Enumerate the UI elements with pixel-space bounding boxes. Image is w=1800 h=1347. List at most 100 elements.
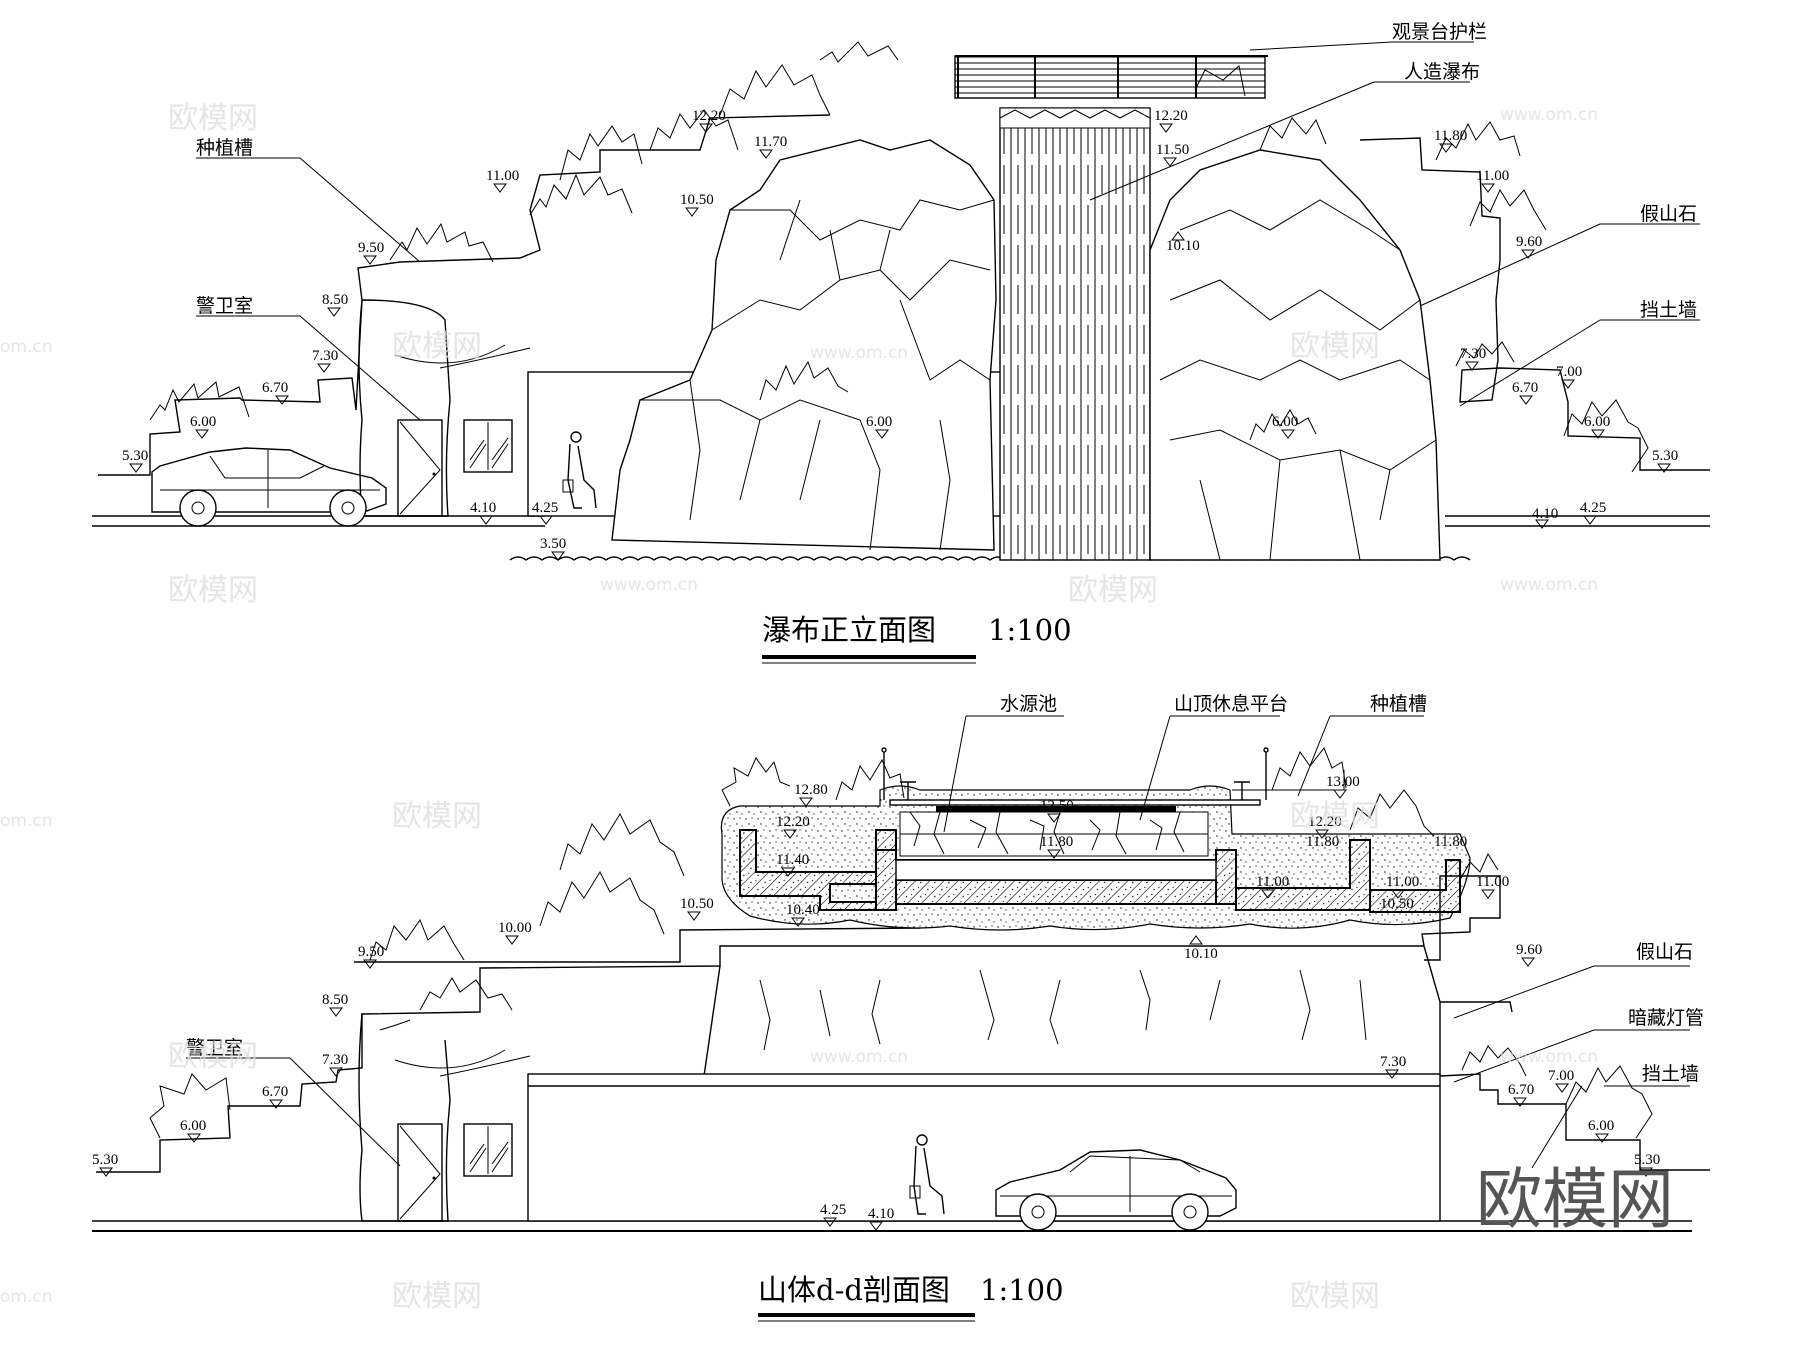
callout-retaining-wall: 挡土墙 [1642,1063,1699,1085]
bush [721,756,791,807]
leader-line [1297,715,1424,797]
elevation-marks-left: 12.20 11.70 11.00 10.50 9.50 8.50 7.30 6… [122,108,892,561]
callout-summit-platform: 山顶休息平台 [1174,693,1288,715]
level-mark: 7.30 [322,1052,348,1068]
bush [1563,399,1649,473]
level-mark: 7.00 [1548,1068,1574,1084]
bush [819,41,899,63]
level-mark: 13.00 [1326,774,1360,790]
watermark-url: www.om.cn [1500,575,1598,595]
drawing-scale: 1:100 [980,1273,1064,1307]
level-mark: 8.50 [322,292,348,308]
level-mark: 5.30 [92,1152,118,1168]
level-mark: 3.50 [540,536,566,552]
callout-railing: 观景台护栏 [1392,21,1487,43]
window-glass-hatch [469,1141,509,1173]
leader-line [1139,715,1280,821]
leader-line [1089,81,1470,201]
level-mark: 10.50 [680,896,714,912]
bench [900,781,916,800]
bush [559,812,685,877]
level-mark: 6.00 [1588,1118,1614,1134]
callouts-section: 水源池 山顶休息平台 种植槽 警卫室 假山石 暗藏灯管 挡土墙 [186,693,1704,1169]
drawing-scale: 1:100 [988,613,1072,647]
level-mark: 11.70 [754,134,787,150]
watermark-big-brand: 欧模网 [1476,1161,1674,1238]
level-mark: 6.70 [262,380,288,396]
level-mark: 4.10 [470,500,496,516]
bush [559,125,643,181]
bush [649,109,739,151]
level-mark: 10.40 [786,902,820,918]
waterfall-lip [999,107,1151,129]
car [995,1149,1237,1231]
door-knob [432,1176,436,1180]
level-mark: 11.00 [1386,874,1419,890]
bush [1349,789,1435,837]
watermark-brand: 欧模网 [1290,799,1380,834]
level-triangles [1159,123,1671,529]
level-mark: 8.50 [322,992,348,1008]
callout-source-pool: 水源池 [1000,693,1057,715]
stone-joints [900,811,1208,855]
callout-guard-room: 警卫室 [196,295,253,317]
level-mark: 11.80 [1306,834,1339,850]
level-mark: 11.00 [1476,168,1509,184]
level-mark: 5.30 [1652,448,1678,464]
level-mark: 4.10 [1532,506,1558,522]
watermark-url: om.cn [0,1287,53,1307]
level-mark: 10.10 [1166,238,1200,254]
watermark-brand: 欧模网 [1290,329,1380,364]
bush [419,977,513,1011]
rock-pillar [358,1013,451,1222]
level-mark: 7.30 [1380,1054,1406,1070]
pool-void [895,859,1217,881]
level-triangles [129,123,889,561]
bush [149,381,250,421]
level-mark: 9.60 [1516,234,1542,250]
level-mark: 4.25 [1580,500,1606,516]
bench [1234,781,1250,800]
car [151,447,387,527]
terrace-outline [96,945,1424,1173]
bush [1469,188,1547,231]
leader-line [1453,965,1690,1019]
terrace-outline [1359,137,1710,471]
level-mark: 5.30 [122,448,148,464]
door-swing [399,1125,441,1220]
leader-line [1453,1029,1690,1083]
watermark-url: www.om.cn [1500,1047,1598,1067]
callout-planter: 种植槽 [196,137,253,159]
watermark-brand: 欧模网 [1290,1279,1380,1314]
elevation-marks-right: 12.20 11.50 10.10 11.80 11.00 9.60 7.30 … [1154,108,1678,529]
level-mark: 9.50 [358,944,384,960]
lamp-post-head [1263,747,1269,753]
level-mark: 11.80 [1434,834,1467,850]
bush [719,64,831,116]
elevation-title-block: 瀑布正立面图 1:100 [762,613,1072,664]
artificial-waterfall [999,107,1151,561]
door-swing [399,421,441,515]
rockery-right [1149,65,1441,561]
window-glass-hatch [469,437,509,469]
level-mark: 12.80 [794,782,828,798]
pool-structure-far-right [1369,859,1461,913]
bush [369,918,465,961]
level-mark: 12.20 [1308,814,1342,830]
watermark-url: www.om.cn [810,343,908,363]
rock-crack [394,344,531,369]
summit-structure [720,747,1499,931]
bush [389,222,494,263]
section-title-block: 山体d-d剖面图 1:100 [758,1273,1064,1322]
bush [1459,852,1499,881]
cliff-crack [759,969,1367,1051]
bush [1435,121,1521,161]
pool-structure-right [1235,839,1371,911]
terrace-outline [1421,875,1710,1171]
level-mark: 4.10 [868,1206,894,1222]
level-mark: 7.30 [1460,346,1486,362]
level-mark: 12.20 [1154,108,1188,124]
summit-platform-slab [936,806,1176,812]
leader-line [1419,223,1700,307]
watermark-brand: 欧模网 [1068,573,1158,608]
